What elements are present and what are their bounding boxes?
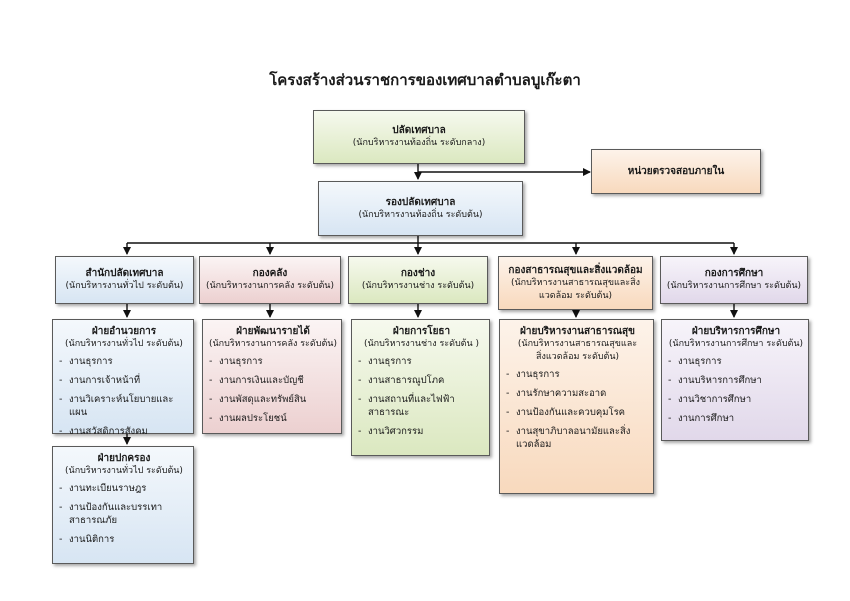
list-item: งานพัสดุและทรัพย์สิน (209, 393, 337, 406)
dept-subtitle: (นักบริหารงานการคลัง ระดับต้น) (206, 281, 334, 291)
dept-subtitle: (นักบริหารงานสาธารณสุขและสิ่งแวดล้อม ระด… (510, 277, 641, 301)
dept-title: กองสาธารณสุขและสิ่งแวดล้อม (508, 264, 643, 276)
division-title: ฝ่ายการโยธา (392, 326, 451, 337)
dept-title: กองช่าง (400, 268, 436, 279)
division-subtitle: (นักบริหารงานทั่วไป ระดับต้น) (65, 339, 183, 349)
division-subtitle: (นักบริหารงานสาธารณสุขและสิ่งแวดล้อม ระด… (517, 339, 638, 362)
division-title: ฝ่ายปกครอง (97, 453, 151, 464)
list-item: งานสาธารณูปโภค (358, 374, 485, 387)
dept-subtitle: (นักบริหารงานทั่วไป ระดับต้น) (65, 281, 184, 291)
list-item: งานการศึกษา (668, 412, 804, 425)
audit-title: หน่วยตรวจสอบภายใน (627, 166, 725, 177)
dept-education: กองการศึกษา (นักบริหารงานการศึกษา ระดับต… (660, 256, 808, 304)
list-item: งานธุรการ (209, 355, 337, 368)
division-title: ฝ่ายพัฒนารายได้ (236, 326, 310, 337)
dept-engineering: กองช่าง (นักบริหารงานช่าง ระดับต้น) (348, 256, 488, 304)
top-subtitle: (นักบริหารงานท้องถิ่น ระดับกลาง) (352, 138, 486, 148)
list-item: งานวิศวกรรม (358, 425, 485, 438)
dept-office: สำนักปลัดเทศบาล (นักบริหารงานทั่วไป ระดั… (55, 256, 194, 304)
list-item: งานบริหารการศึกษา (668, 374, 804, 387)
division-title: ฝ่ายบริหารการศึกษา (691, 326, 781, 337)
dept-title: กองคลัง (252, 268, 288, 279)
top-box: ปลัดเทศบาล (นักบริหารงานท้องถิ่น ระดับกล… (313, 110, 525, 164)
list-item: งานวิเคราะห์นโยบายและแผน (59, 393, 189, 419)
list-item: งานธุรการ (668, 355, 804, 368)
division-subtitle: (นักบริหารงานทั่วไป ระดับต้น) (65, 466, 183, 476)
division-public-works: ฝ่ายการโยธา (นักบริหารงานช่าง ระดับต้น )… (351, 319, 490, 456)
list-item: งานสวัสดิการสังคม (59, 425, 189, 438)
list-item: งานผลประโยชน์ (209, 412, 337, 425)
deputy-box: รองปลัดเทศบาล (นักบริหารงานท้องถิ่น ระดั… (318, 181, 523, 236)
list-item: งานการเจ้าหน้าที่ (59, 374, 189, 387)
division-education-admin: ฝ่ายบริหารการศึกษา (นักบริหารงานการศึกษา… (661, 319, 809, 441)
list-item: งานรักษาความสะอาด (506, 387, 649, 400)
list-item: งานทะเบียนราษฎร (59, 482, 189, 495)
dept-subtitle: (นักบริหารงานการศึกษา ระดับต้น) (666, 281, 802, 291)
list-item: งานสุขาภิบาลอนามัยและสิ่งแวดล้อม (506, 425, 649, 451)
division-revenue: ฝ่ายพัฒนารายได้ (นักบริหารงานการคลัง ระด… (202, 319, 342, 434)
list-item: งานธุรการ (506, 368, 649, 381)
dept-finance: กองคลัง (นักบริหารงานการคลัง ระดับต้น) (199, 256, 341, 304)
page-title: โครงสร้างส่วนราชการของเทศบาลตำบลบูเก๊ะตา (269, 71, 581, 89)
deputy-subtitle: (นักบริหารงานท้องถิ่น ระดับต้น) (358, 209, 483, 220)
dept-title: สำนักปลัดเทศบาล (85, 268, 164, 279)
division-subtitle: (นักบริหารงานการศึกษา ระดับต้น) (668, 339, 804, 349)
list-item: งานป้องกันและบรรเทาสาธารณภัย (59, 501, 189, 527)
division-public-health: ฝ่ายบริหารงานสาธารณสุข (นักบริหารงานสาธา… (499, 319, 654, 494)
division-admin: ฝ่ายอำนวยการ (นักบริหารงานทั่วไป ระดับต้… (52, 319, 194, 438)
deputy-title: รองปลัดเทศบาล (385, 196, 456, 208)
list-item: งานนิติการ (59, 533, 189, 546)
list-item: งานการเงินและบัญชี (209, 374, 337, 387)
division-title: ฝ่ายบริหารงานสาธารณสุข (520, 326, 635, 337)
dept-subtitle: (นักบริหารงานช่าง ระดับต้น) (361, 281, 475, 291)
list-item: งานธุรการ (358, 355, 485, 368)
dept-title: กองการศึกษา (704, 268, 764, 279)
list-item: งานธุรการ (59, 355, 189, 368)
list-item: งานวิชาการศึกษา (668, 393, 804, 406)
division-subtitle: (นักบริหารงานการคลัง ระดับต้น) (209, 339, 337, 349)
dept-health: กองสาธารณสุขและสิ่งแวดล้อม (นักบริหารงาน… (498, 256, 653, 310)
division-title: ฝ่ายอำนวยการ (91, 326, 157, 337)
division-governance: ฝ่ายปกครอง (นักบริหารงานทั่วไป ระดับต้น)… (52, 446, 194, 564)
audit-box: หน่วยตรวจสอบภายใน (591, 149, 761, 194)
division-subtitle: (นักบริหารงานช่าง ระดับต้น ) (363, 339, 480, 349)
list-item: งานสถานที่และไฟฟ้าสาธารณะ (358, 393, 485, 419)
list-item: งานป้องกันและควบคุมโรค (506, 406, 649, 419)
top-title: ปลัดเทศบาล (392, 125, 446, 136)
